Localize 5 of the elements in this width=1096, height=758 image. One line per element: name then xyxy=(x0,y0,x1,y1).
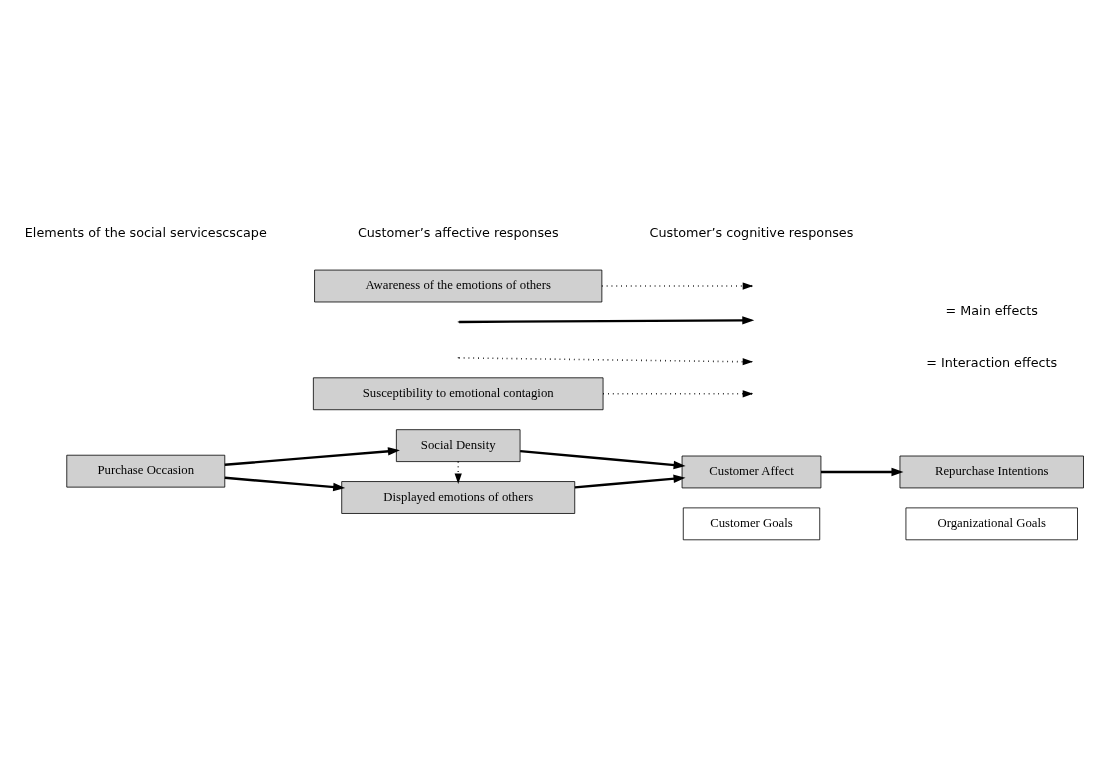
label: Customer’s cognitive responses xyxy=(649,225,854,241)
label: Customer’s affective responses xyxy=(357,225,559,241)
label: Elements of the social servicescscape xyxy=(24,225,267,241)
legend-label: = Main effects xyxy=(945,303,1038,319)
legend-label: = Interaction effects xyxy=(926,355,1058,371)
